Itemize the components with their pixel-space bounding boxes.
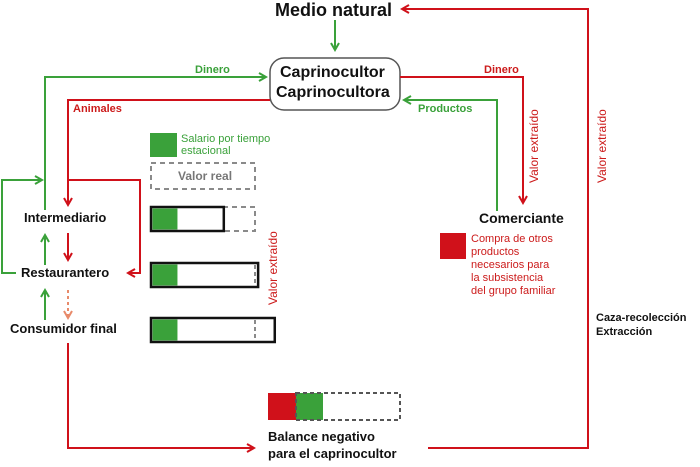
legend-salario-line2: estacional xyxy=(181,145,231,157)
legend-salario: Salario por tiempo estacional xyxy=(181,133,270,157)
balance-red-segment xyxy=(268,393,296,420)
node-medio-natural: Medio natural xyxy=(275,0,393,20)
node-intermediario: Intermediario xyxy=(24,210,107,225)
balance-dashed-outline xyxy=(295,392,401,421)
legend-salario-line1: Salario por tiempo xyxy=(181,133,271,145)
valor-real-box xyxy=(150,162,256,190)
bar-salario-consumidor xyxy=(152,319,178,341)
balance-line2: para el caprinocultor xyxy=(268,446,397,461)
label-dinero-right: Dinero xyxy=(484,64,519,76)
arrow-animales-to-restaurantero xyxy=(68,179,141,273)
node-balance: Balance negativo para el caprinocultor xyxy=(268,428,397,462)
node-caprinocultor: Caprinocultor xyxy=(280,64,385,81)
legend-valor-real: Valor real xyxy=(178,169,233,183)
arrow-restaurantero-to-intermediario xyxy=(1,180,42,274)
node-consumidor-final: Consumidor final xyxy=(10,321,117,336)
node-caza-recoleccion: Caza-recolección Extracción xyxy=(596,311,686,339)
legend-compra-line: la subsistencia xyxy=(471,272,544,284)
bar-salario-restaurantero xyxy=(152,264,178,286)
arrow-consumidor-to-balance xyxy=(67,343,254,448)
label-animales: Animales xyxy=(73,103,122,115)
arrow-dinero-to-comerciante xyxy=(400,76,523,203)
label-valor-extraido-middle: Valor extraído xyxy=(527,109,541,183)
node-restaurantero: Restaurantero xyxy=(21,265,110,280)
arrow-dinero-to-caprinocultor xyxy=(44,77,266,210)
node-comerciante: Comerciante xyxy=(479,210,564,226)
label-valor-extraido-right: Valor extraído xyxy=(595,109,609,183)
arrow-animales xyxy=(68,99,270,205)
balance-green-segment xyxy=(296,393,323,420)
legend-compra: Compra de otros productos necesarios par… xyxy=(471,233,555,298)
balance-line1: Balance negativo xyxy=(268,429,375,444)
label-productos: Productos xyxy=(418,103,473,115)
legend-compra-line: necesarios para xyxy=(471,259,550,271)
bar-salario-intermediario xyxy=(152,208,178,230)
legend-compra-line: productos xyxy=(471,246,520,258)
legend-compra-line: Compra de otros xyxy=(471,233,553,245)
salario-swatch xyxy=(150,133,177,157)
label-valor-extraido-bars: Valor extraído xyxy=(266,231,280,305)
caza-line2: Extracción xyxy=(596,326,653,338)
caprinocultor-box xyxy=(269,57,401,111)
legend-compra-line: del grupo familiar xyxy=(471,285,556,297)
arrow-balance-to-medio xyxy=(402,9,589,449)
node-caprinocultora: Caprinocultora xyxy=(276,84,390,101)
arrow-productos xyxy=(404,100,498,211)
compra-swatch xyxy=(440,233,466,259)
label-dinero-left: Dinero xyxy=(195,64,230,76)
caza-line1: Caza-recolección xyxy=(596,312,687,324)
